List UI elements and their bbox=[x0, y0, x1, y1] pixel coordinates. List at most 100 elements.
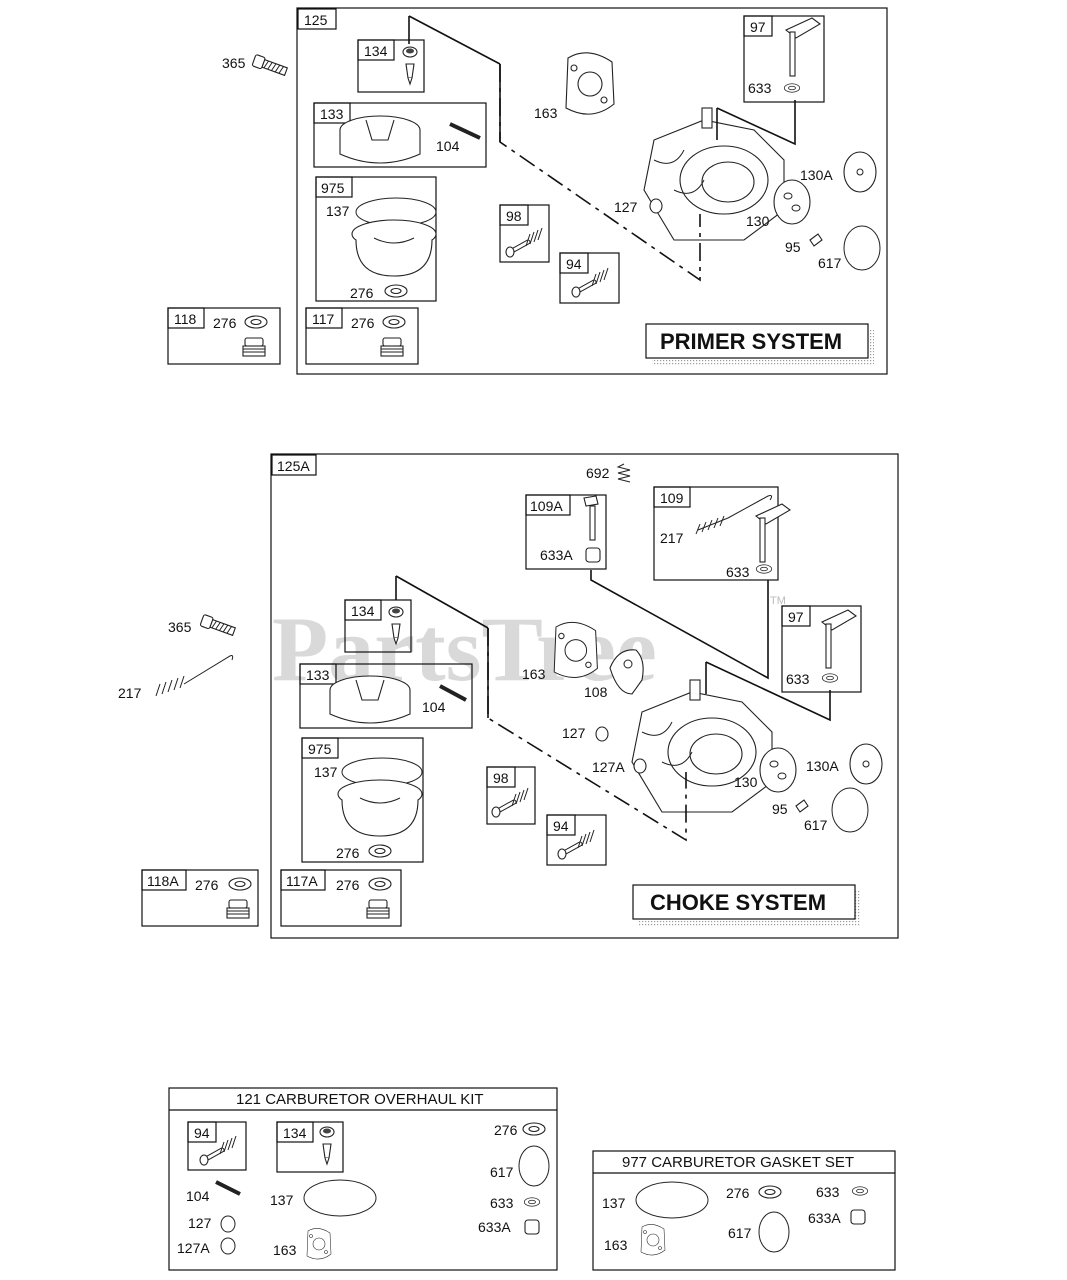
part-label-108: 108 bbox=[584, 684, 608, 700]
kit-label-633: 633 bbox=[490, 1195, 514, 1211]
part-label-975: 975 bbox=[321, 180, 345, 196]
o-ring-icon bbox=[635, 1181, 709, 1219]
choke-shaft-icon bbox=[785, 17, 821, 77]
washer-icon bbox=[228, 877, 252, 891]
mixture-screw-icon bbox=[558, 830, 594, 859]
o-ring-icon bbox=[843, 225, 881, 271]
primer-system-section: 125 365 134 133 104 975 137 276 118 276 bbox=[167, 7, 888, 375]
washer-icon bbox=[384, 284, 408, 298]
governor-spring-icon bbox=[695, 515, 725, 535]
part-label-118: 118 bbox=[174, 311, 197, 327]
part-label-118-276: 276 bbox=[213, 315, 237, 331]
bushing-icon bbox=[585, 547, 601, 563]
part-label-118A: 118A bbox=[147, 873, 179, 889]
throttle-plate-icon bbox=[773, 179, 811, 225]
part-label-98-choke: 98 bbox=[493, 770, 509, 786]
o-ring-icon bbox=[758, 1211, 790, 1253]
kit-label-127: 127 bbox=[188, 1215, 212, 1231]
part-label-133-choke: 133 bbox=[306, 667, 330, 683]
part-label-130-choke: 130 bbox=[734, 774, 758, 790]
screw-icon bbox=[795, 799, 809, 813]
part-label-117A: 117A bbox=[286, 873, 318, 889]
kit-label-633A: 633A bbox=[478, 1219, 511, 1235]
primer-assembly-label: 125 bbox=[304, 12, 328, 28]
primer-system-frame bbox=[296, 7, 888, 375]
choke-plate-icon bbox=[843, 151, 877, 193]
idle-screw-icon bbox=[492, 788, 528, 817]
drain-plug-icon bbox=[242, 337, 266, 357]
part-label-127-choke: 127 bbox=[562, 725, 586, 741]
bushing-icon bbox=[524, 1219, 540, 1235]
washer-icon bbox=[758, 1185, 782, 1199]
gasket-label-163: 163 bbox=[604, 1237, 628, 1253]
gasket-icon bbox=[306, 1228, 332, 1260]
part-label-127: 127 bbox=[614, 199, 638, 215]
kit-label-134: 134 bbox=[283, 1125, 307, 1141]
throttle-shaft-icon bbox=[755, 503, 791, 563]
float-icon bbox=[339, 115, 421, 164]
float-bowl-icon bbox=[337, 779, 423, 837]
o-ring-icon bbox=[303, 1179, 377, 1217]
part-label-117-276: 276 bbox=[351, 315, 375, 331]
overhaul-kit-frame bbox=[168, 1087, 558, 1271]
gasket-label-137: 137 bbox=[602, 1195, 626, 1211]
pin-icon bbox=[215, 1180, 241, 1196]
choke-assembly-label: 125A bbox=[277, 458, 310, 474]
screw-icon bbox=[809, 233, 823, 247]
part-label-118A-276: 276 bbox=[195, 877, 219, 893]
gasket-icon bbox=[640, 1224, 666, 1256]
part-label-97-choke: 97 bbox=[788, 609, 804, 625]
bolt-icon bbox=[251, 53, 289, 78]
seal-icon bbox=[821, 673, 839, 683]
part-label-617-choke: 617 bbox=[804, 817, 828, 833]
gasket-set-title: 977 CARBURETOR GASKET SET bbox=[622, 1154, 854, 1171]
o-ring-icon bbox=[831, 787, 869, 833]
kit-label-104: 104 bbox=[186, 1188, 210, 1204]
float-bowl-icon bbox=[351, 219, 437, 277]
bolt-icon bbox=[199, 613, 237, 638]
part-label-633-109: 633 bbox=[726, 564, 750, 580]
kit-label-617: 617 bbox=[490, 1164, 514, 1180]
kit-label-163: 163 bbox=[273, 1242, 297, 1258]
washer-icon bbox=[368, 844, 392, 858]
spring-icon bbox=[617, 463, 631, 483]
part-label-134: 134 bbox=[364, 43, 388, 59]
part-label-130A: 130A bbox=[800, 167, 833, 183]
washer-icon bbox=[244, 315, 268, 329]
shaft-icon bbox=[589, 505, 596, 541]
kit-label-94: 94 bbox=[194, 1125, 210, 1141]
drain-plug-icon bbox=[226, 899, 250, 919]
part-label-104-choke: 104 bbox=[422, 699, 446, 715]
kit-label-127A: 127A bbox=[177, 1240, 210, 1256]
part-label-94: 94 bbox=[566, 256, 582, 272]
gasket-set-frame bbox=[592, 1150, 896, 1271]
plug-icon bbox=[220, 1215, 236, 1233]
part-label-130: 130 bbox=[746, 213, 770, 229]
part-label-117: 117 bbox=[312, 311, 335, 327]
gasket-label-276: 276 bbox=[726, 1185, 750, 1201]
plug-icon bbox=[649, 198, 663, 214]
inlet-needle-icon bbox=[402, 46, 418, 85]
part-label-692: 692 bbox=[586, 465, 610, 481]
part-label-95: 95 bbox=[785, 239, 801, 255]
part-label-117A-276: 276 bbox=[336, 877, 360, 893]
choke-system-section: 125A 692 109A 633A 109 217 633 365 217 1… bbox=[118, 453, 899, 939]
part-label-217-inner: 217 bbox=[660, 530, 684, 546]
drain-plug-icon bbox=[366, 899, 390, 919]
part-label-633A: 633A bbox=[540, 547, 573, 563]
part-label-109: 109 bbox=[660, 490, 684, 506]
part-label-365: 365 bbox=[222, 55, 246, 71]
watermark-tm: TM bbox=[770, 595, 786, 607]
spring-icon bbox=[155, 675, 185, 697]
part-label-109A: 109A bbox=[530, 498, 563, 514]
part-label-104: 104 bbox=[436, 138, 460, 154]
part-label-127A: 127A bbox=[592, 759, 625, 775]
choke-plate-icon bbox=[849, 743, 883, 785]
part-label-133: 133 bbox=[320, 106, 344, 122]
inlet-needle-icon bbox=[319, 1126, 335, 1165]
part-label-617: 617 bbox=[818, 255, 842, 271]
part-label-365-choke: 365 bbox=[168, 619, 192, 635]
plug-icon bbox=[595, 726, 609, 742]
washer-icon bbox=[522, 1122, 546, 1136]
